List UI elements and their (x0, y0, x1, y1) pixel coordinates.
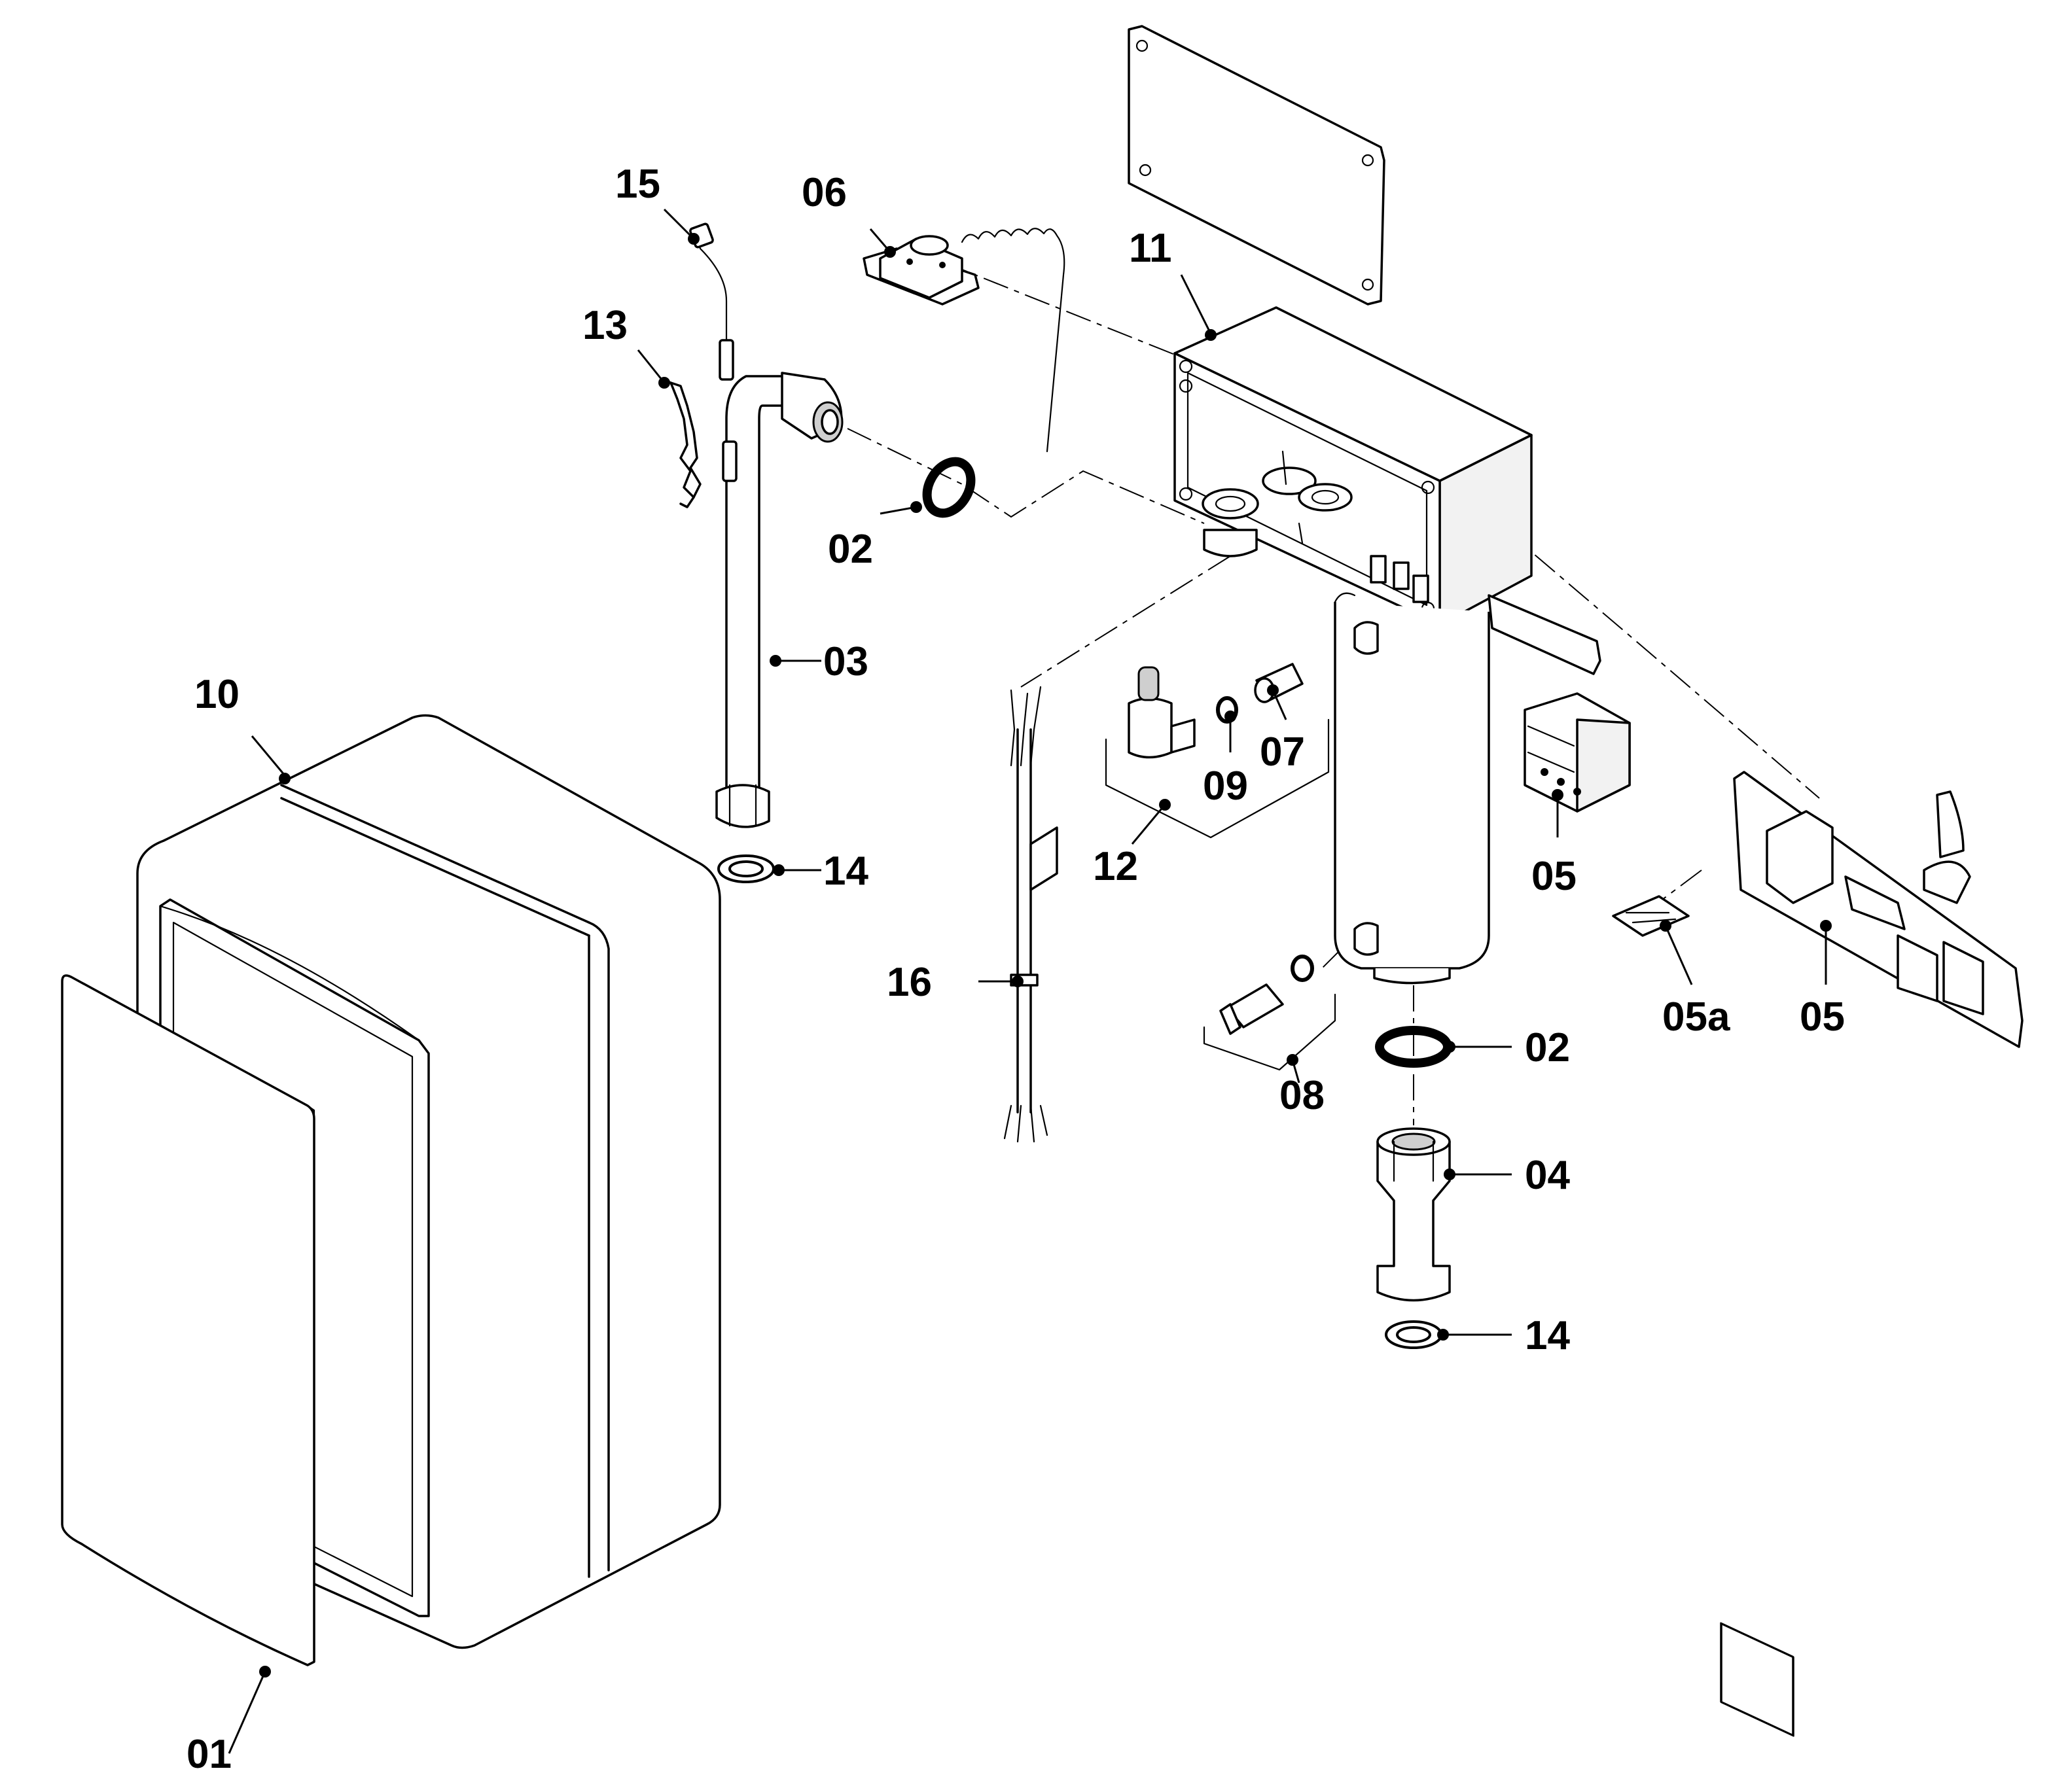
sensor-probe (689, 222, 738, 482)
label-05a: 05a (1662, 994, 1730, 1040)
outlet-fitting (1376, 1127, 1451, 1302)
label-16: 16 (887, 960, 932, 1005)
label-02-upper: 02 (828, 527, 873, 572)
label-01: 01 (187, 1732, 232, 1777)
fuse-strip-05a (1612, 895, 1690, 937)
seal-09 (1216, 696, 1238, 724)
part-labels: 01 10 03 02 14 15 13 06 11 12 09 07 08 1… (187, 162, 1845, 1777)
label-10: 10 (194, 672, 240, 717)
label-07: 07 (1260, 729, 1305, 775)
label-14-lower: 14 (1525, 1313, 1570, 1358)
terminal-box (1173, 306, 1533, 626)
drain-valve (1219, 955, 1314, 1035)
air-vent (1128, 666, 1196, 759)
control-board (1720, 771, 2024, 1737)
gasket-plate (1128, 25, 1385, 306)
label-06: 06 (802, 170, 847, 215)
label-15: 15 (615, 162, 660, 207)
label-05-board: 05 (1800, 994, 1845, 1040)
nipple-07 (1254, 663, 1304, 703)
label-08: 08 (1279, 1073, 1325, 1118)
leader-lines (228, 208, 1832, 1754)
washer-upper (717, 854, 775, 883)
washer-lower (1385, 1320, 1442, 1349)
drain-valve-bracket (1203, 993, 1336, 1071)
contactor (1524, 692, 1631, 813)
air-vent-bracket (1105, 718, 1330, 839)
label-05-contactor: 05 (1531, 854, 1577, 899)
cable-harness (1003, 686, 1058, 1143)
spring-clip (660, 378, 702, 508)
front-door-panel (61, 974, 315, 1666)
riser-pipe (715, 372, 844, 828)
heater-body (1334, 592, 1601, 985)
label-03: 03 (823, 639, 868, 684)
label-12: 12 (1093, 844, 1138, 889)
label-11: 11 (1129, 226, 1172, 271)
thermostat (863, 228, 1065, 453)
o-ring-upper (922, 457, 976, 518)
label-14-upper: 14 (823, 849, 868, 894)
label-09: 09 (1203, 764, 1248, 809)
label-13: 13 (582, 303, 628, 348)
label-02-lower: 02 (1525, 1025, 1570, 1070)
label-04: 04 (1525, 1153, 1570, 1198)
